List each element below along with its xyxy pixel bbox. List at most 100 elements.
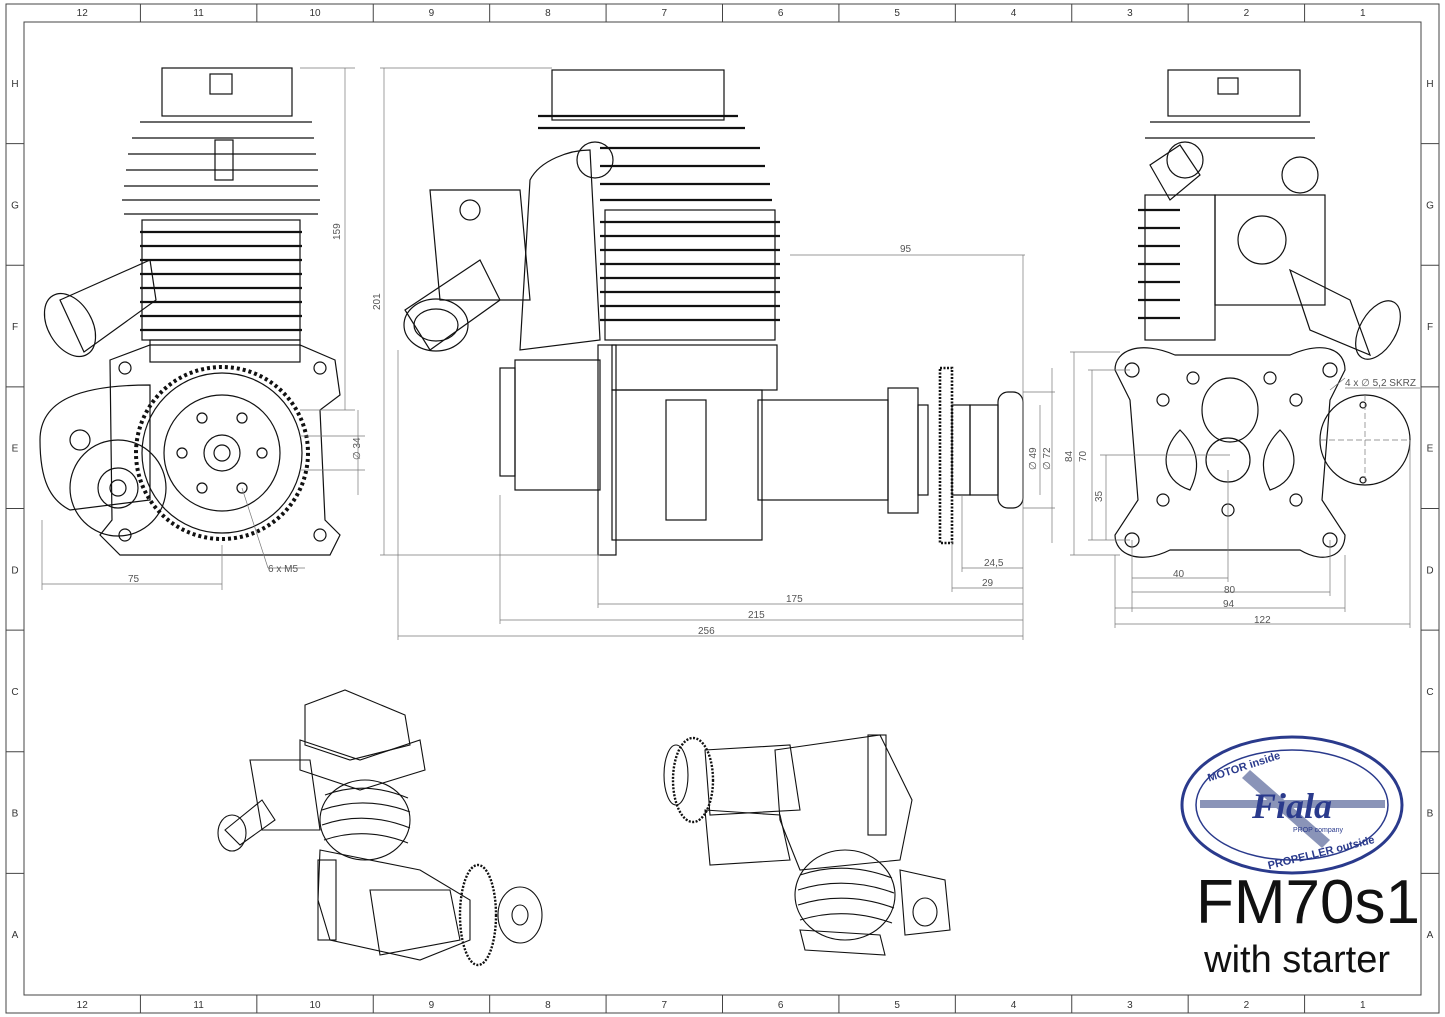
dim-80: 80 <box>1224 585 1236 596</box>
starter-housing <box>39 384 151 511</box>
iso1-head-fins <box>299 739 426 791</box>
crankcase-body <box>611 389 763 541</box>
dim-70: 70 <box>1078 450 1089 462</box>
col-label-bottom: 11 <box>193 1000 204 1011</box>
rear-window-right <box>1262 429 1295 491</box>
rear-mount-plate <box>1114 347 1346 558</box>
rear-head-cover <box>1167 69 1301 117</box>
side-intake-pipe <box>404 259 501 351</box>
front-view-dimensions <box>41 67 365 590</box>
outer-border <box>5 3 1440 1014</box>
rear-intake-trumpet <box>1355 300 1401 360</box>
rear-starter-bolt-top <box>1359 401 1367 409</box>
iso1-fin-lines <box>321 787 411 844</box>
dim-159: 159 <box>332 223 343 240</box>
iso1-intake-pipe <box>224 799 276 846</box>
mount-flange <box>597 344 617 556</box>
rear-exhaust-elbow <box>1149 144 1201 201</box>
side-cylinder <box>604 209 776 341</box>
ring-gear-teeth <box>134 365 310 541</box>
row-label-right: H <box>1426 79 1433 90</box>
row-label-right: B <box>1427 809 1434 820</box>
rear-head-fins <box>1145 121 1315 139</box>
iso2-prop-flange <box>663 744 689 806</box>
col-label-top: 9 <box>429 8 435 19</box>
cylinder-fins <box>140 230 302 332</box>
col-label-bottom: 3 <box>1127 1000 1133 1011</box>
col-label-bottom: 6 <box>778 1000 784 1011</box>
iso1-crankcase <box>317 849 471 961</box>
propeller-blade-icon <box>1200 800 1385 808</box>
dim-35: 35 <box>1094 490 1105 502</box>
side-cylinder-fins <box>600 220 780 322</box>
logo-sub-text: PROP company <box>1293 827 1344 834</box>
crankcase-rib <box>665 399 707 521</box>
row-label-right: A <box>1427 930 1434 941</box>
iso1-intake-trumpet <box>217 814 247 852</box>
col-label-bottom: 12 <box>77 1000 89 1011</box>
row-label-left: B <box>12 809 19 820</box>
col-label-bottom: 7 <box>662 1000 668 1011</box>
rear-cylinder-fins <box>1138 208 1180 320</box>
iso1-mount-flange <box>317 859 337 941</box>
dim-6xm5: 6 x M5 <box>268 564 298 575</box>
iso1-head-cover <box>304 689 411 761</box>
iso1-starter <box>369 889 461 956</box>
dim-dia49: ∅ 49 <box>1028 447 1039 470</box>
starter-bolt <box>69 429 91 451</box>
iso2-mount-flange <box>867 734 887 836</box>
iso1-carburetor <box>249 759 321 831</box>
starter-cover <box>69 439 167 537</box>
prop-hub <box>163 394 281 512</box>
col-label-top: 8 <box>545 8 551 19</box>
intake-trumpet <box>43 292 97 358</box>
prop-driver <box>951 404 971 496</box>
starter-end <box>887 387 919 514</box>
row-label-left: A <box>12 930 19 941</box>
dim-175: 175 <box>786 594 803 605</box>
iso1-cylinder <box>319 779 411 861</box>
col-label-bottom: 2 <box>1244 1000 1250 1011</box>
dim-201: 201 <box>372 293 383 310</box>
col-label-top: 4 <box>1011 8 1017 19</box>
row-label-right: D <box>1426 565 1433 576</box>
dim-95: 95 <box>900 244 912 255</box>
row-label-right: F <box>1427 322 1433 333</box>
dim-skrz: 4 x ∅ 5,2 SKRZ <box>1345 378 1416 389</box>
col-label-top: 2 <box>1244 8 1250 19</box>
row-label-right: E <box>1427 444 1434 455</box>
iso2-cylinder <box>794 849 896 941</box>
rear-window-left <box>1165 429 1198 491</box>
side-ring-gear <box>938 366 954 545</box>
prop-washer <box>969 404 999 496</box>
iso2-head <box>799 929 886 956</box>
head-fins <box>122 121 320 215</box>
rear-carb-bore <box>1237 215 1287 265</box>
iso1-ring-gear <box>458 863 498 967</box>
side-head-cover <box>551 69 725 121</box>
fiala-logo: Fiala MOTOR inside PROPELLER outside PRO… <box>1180 735 1404 875</box>
prop-flange <box>997 391 1024 509</box>
propeller-blade-cross-icon <box>1242 770 1330 848</box>
rear-exhaust-port <box>1166 141 1204 179</box>
intake-pipe <box>59 259 157 353</box>
dim-dia72: ∅ 72 <box>1042 447 1053 470</box>
spark-plug-cap <box>209 73 233 95</box>
dim-94: 94 <box>1223 599 1235 610</box>
row-label-left: D <box>11 565 18 576</box>
rear-cover <box>499 367 516 477</box>
dim-84: 84 <box>1064 450 1075 462</box>
crankcase-rear <box>514 359 601 491</box>
isometric-view-front <box>217 689 543 967</box>
exhaust-port <box>576 141 614 179</box>
rear-view-dimensions <box>1070 351 1420 628</box>
crankcase-upper <box>611 344 778 391</box>
crank-shaft <box>203 434 241 472</box>
dim-29: 29 <box>982 578 994 589</box>
col-label-top: 12 <box>77 8 89 19</box>
col-label-bottom: 10 <box>309 1000 321 1011</box>
iso2-carburetor <box>899 869 951 936</box>
row-label-left: C <box>11 687 18 698</box>
